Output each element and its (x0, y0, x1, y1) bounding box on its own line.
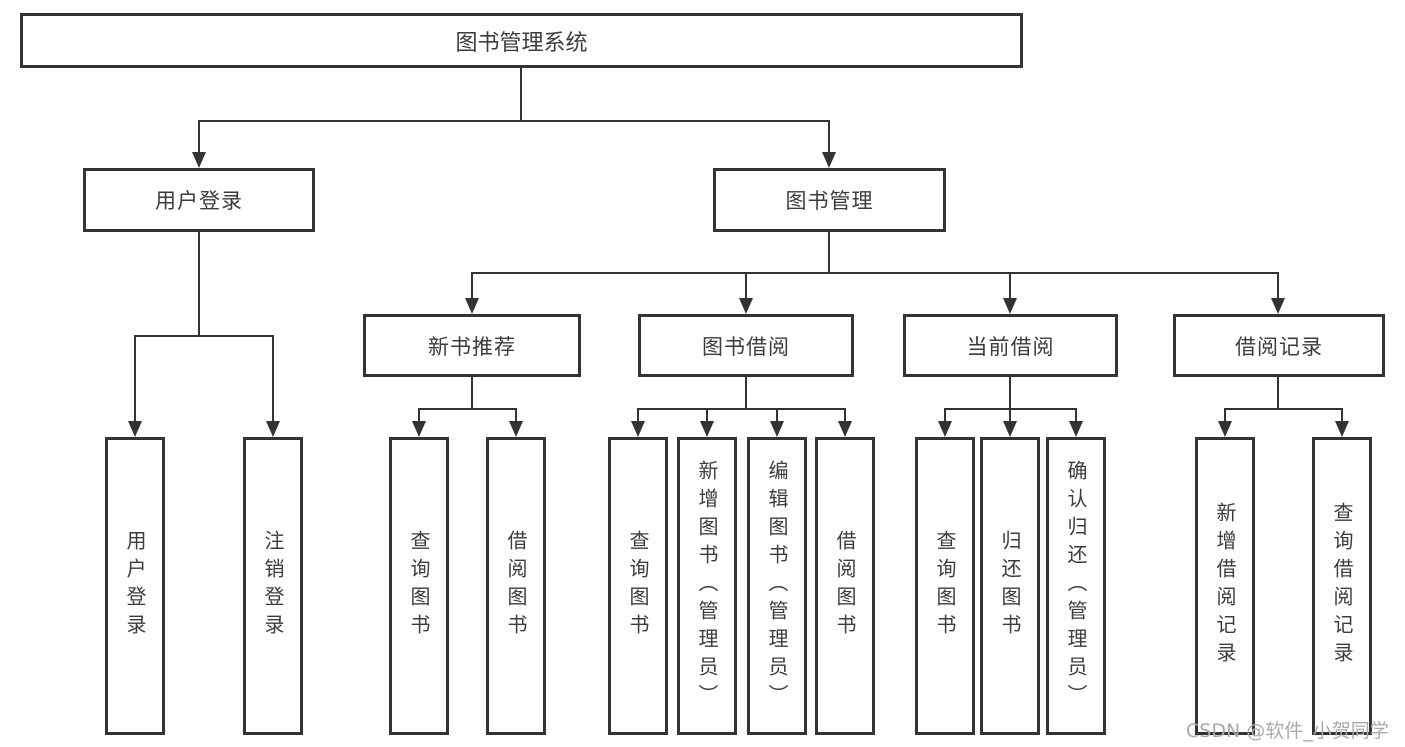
leaf-query-borrow-record: 查询借阅记录 (1312, 437, 1372, 735)
connector-line (418, 408, 420, 422)
csdn-watermark: CSDN @软件_小贺同学 (1186, 720, 1389, 742)
connector-line (1277, 377, 1279, 408)
connector-line (637, 408, 639, 422)
arrow-down-icon (770, 421, 784, 437)
connector-line (515, 408, 517, 422)
connector-line (828, 232, 830, 272)
arrow-down-icon (465, 298, 479, 314)
arrow-down-icon (509, 421, 523, 437)
arrow-down-icon (412, 421, 426, 437)
connector-line (745, 377, 747, 408)
connector-line (418, 408, 517, 410)
connector-line (134, 335, 273, 337)
leaf-query-books-recommend: 查询图书 (389, 437, 449, 735)
connector-line (776, 408, 778, 422)
connector-line (198, 120, 830, 122)
leaf-query-books-current: 查询图书 (915, 437, 975, 735)
leaf-add-books-admin: 新增图书（管理员） (677, 437, 737, 735)
arrow-down-icon (1271, 298, 1285, 314)
leaf-confirm-return-admin: 确认归还（管理员） (1046, 437, 1106, 735)
node-current-borrowing: 当前借阅 (903, 314, 1118, 377)
node-root-library-system: 图书管理系统 (20, 13, 1023, 68)
connector-line (706, 408, 708, 422)
connector-line (1009, 408, 1011, 422)
connector-line (1075, 408, 1077, 422)
connector-line (1341, 408, 1343, 422)
leaf-edit-books-admin: 编辑图书（管理员） (747, 437, 807, 735)
node-book-borrowing: 图书借阅 (638, 314, 854, 377)
node-new-book-recommend: 新书推荐 (363, 314, 581, 377)
leaf-borrow-books-recommend: 借阅图书 (486, 437, 546, 735)
connector-line (471, 272, 473, 300)
connector-line (828, 120, 830, 156)
leaf-user-login: 用户登录 (105, 437, 165, 735)
arrow-down-icon (838, 421, 852, 437)
arrow-down-icon (1335, 421, 1349, 437)
node-borrowing-records: 借阅记录 (1173, 314, 1385, 377)
arrow-down-icon (128, 421, 142, 437)
connector-line (1224, 408, 1342, 410)
arrow-down-icon (1218, 421, 1232, 437)
node-book-management: 图书管理 (713, 168, 946, 232)
connector-line (198, 232, 200, 335)
connector-line (471, 272, 1279, 274)
arrow-down-icon (1003, 421, 1017, 437)
arrow-down-icon (631, 421, 645, 437)
leaf-return-books: 归还图书 (980, 437, 1040, 735)
connector-line (198, 120, 200, 156)
arrow-down-icon (700, 421, 714, 437)
connector-line (637, 408, 845, 410)
connector-line (944, 408, 946, 422)
leaf-query-books-borrowing: 查询图书 (608, 437, 668, 735)
leaf-borrow-books-borrowing: 借阅图书 (815, 437, 875, 735)
connector-line (272, 335, 274, 422)
connector-line (1224, 408, 1226, 422)
node-user-login: 用户登录 (83, 168, 315, 232)
connector-line (471, 377, 473, 408)
connector-line (1009, 272, 1011, 300)
arrow-down-icon (192, 152, 206, 168)
connector-line (1277, 272, 1279, 300)
arrow-down-icon (1069, 421, 1083, 437)
connector-line (844, 408, 846, 422)
connector-line (745, 272, 747, 300)
arrow-down-icon (739, 298, 753, 314)
connector-line (134, 335, 136, 422)
arrow-down-icon (938, 421, 952, 437)
leaf-add-borrow-record: 新增借阅记录 (1195, 437, 1255, 735)
connector-line (520, 68, 522, 120)
connector-line (1009, 377, 1011, 408)
leaf-logout: 注销登录 (243, 437, 303, 735)
arrow-down-icon (266, 421, 280, 437)
arrow-down-icon (822, 152, 836, 168)
arrow-down-icon (1003, 298, 1017, 314)
